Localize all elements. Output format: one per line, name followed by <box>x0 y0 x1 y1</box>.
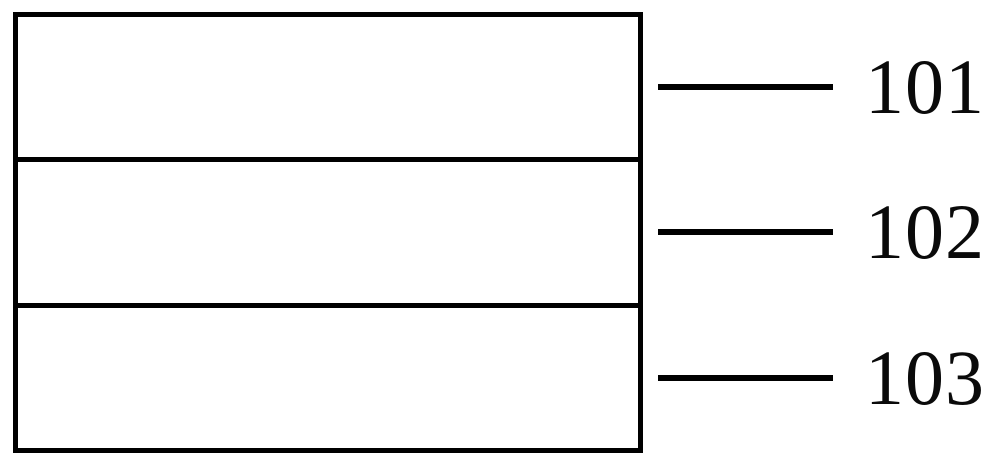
callout-102: 102 <box>658 190 985 274</box>
leader-line-103 <box>658 375 833 381</box>
layer-stack <box>13 12 643 453</box>
leader-line-102 <box>658 229 833 235</box>
leader-line-101 <box>658 84 833 90</box>
callout-label-102: 102 <box>865 188 985 275</box>
callout-103: 103 <box>658 336 985 420</box>
callout-101: 101 <box>658 45 985 129</box>
layer-102 <box>18 157 638 303</box>
callout-label-101: 101 <box>865 43 985 130</box>
callout-label-103: 103 <box>865 334 985 421</box>
layer-103 <box>18 302 638 448</box>
layer-101 <box>18 17 638 158</box>
